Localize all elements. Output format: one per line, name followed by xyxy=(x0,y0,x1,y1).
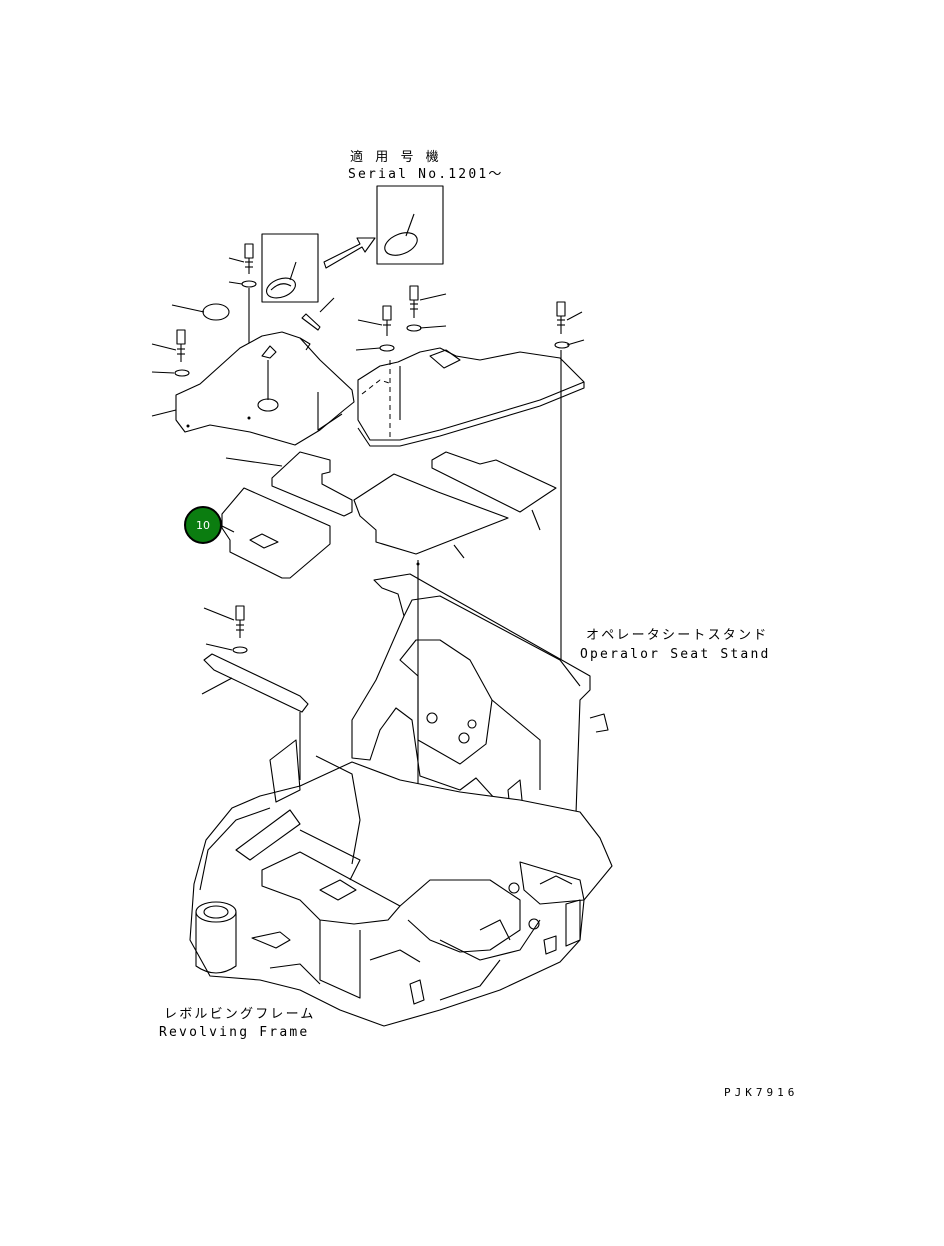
drawing-code: PJK7916 xyxy=(724,1086,799,1099)
revolving-frame xyxy=(189,739,613,1027)
left-cover-group xyxy=(151,243,355,446)
serial-inset xyxy=(261,185,444,303)
lower-bracket-group xyxy=(201,605,309,780)
mat-panels xyxy=(213,451,557,579)
part-callout-10[interactable]: 10 xyxy=(184,506,222,544)
seat-stand-label-jp: オペレータシートスタンド xyxy=(586,628,769,643)
serial-label-en: Serial No.1201〜 xyxy=(348,167,504,182)
frame-label-jp: レボルビングフレーム xyxy=(164,1007,316,1022)
seat-stand-label-en: Operalor Seat Stand xyxy=(580,647,771,662)
right-cover-group xyxy=(355,285,585,870)
serial-label-jp: 適 用 号 機 xyxy=(350,150,441,165)
frame-label-en: Revolving Frame xyxy=(159,1025,310,1040)
callout-number: 10 xyxy=(196,518,210,532)
